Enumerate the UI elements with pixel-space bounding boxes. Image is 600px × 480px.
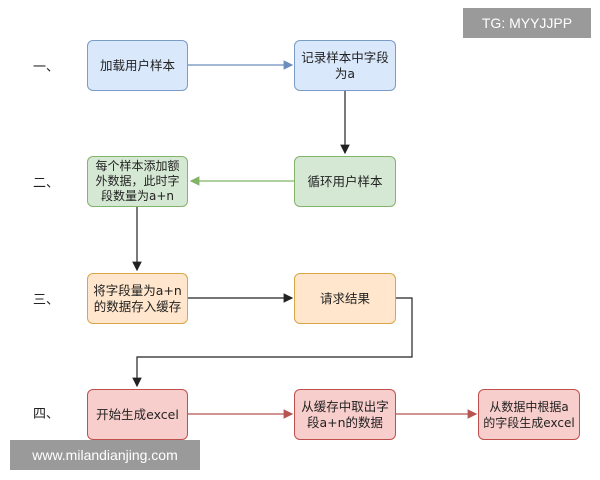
- node-request-result: 请求结果: [294, 273, 396, 324]
- node-record-field: 记录样本中字段 为a: [294, 40, 396, 91]
- node-start-excel: 开始生成excel: [87, 389, 188, 440]
- node-loop-samples: 循环用户样本: [294, 156, 396, 207]
- step-label-four: 四、: [33, 407, 60, 422]
- node-add-extra-data: 每个样本添加额 外数据，此时字 段数量为a+n: [87, 156, 188, 207]
- arrow-request-to-start: [132, 297, 413, 388]
- node-store-cache: 将字段量为a+n 的数据存入缓存: [87, 273, 188, 324]
- step-label-three: 三、: [33, 293, 60, 308]
- watermark-tg: TG: MYYJJPP: [463, 8, 591, 38]
- watermark-url: www.milandianjing.com: [10, 440, 200, 470]
- node-load-samples: 加载用户样本: [87, 40, 188, 91]
- step-label-two: 二、: [33, 176, 60, 191]
- node-generate-excel: 从数据中根据a 的字段生成excel: [478, 389, 580, 440]
- step-label-one: 一、: [33, 60, 60, 75]
- node-fetch-cache: 从缓存中取出字 段a+n的数据: [294, 389, 396, 440]
